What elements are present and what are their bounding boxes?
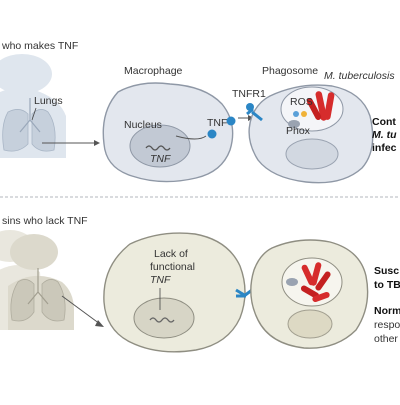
- flow-arrow-top-1: [42, 140, 100, 146]
- tnf-protein-label: TNF: [207, 117, 227, 129]
- lack-label-line2: functional: [150, 261, 195, 273]
- outcome-bottom-line5: other: [374, 333, 398, 345]
- mtb-bacteria-top: [306, 91, 335, 121]
- flow-arrow-bottom-1: [61, 295, 104, 327]
- phox-complex-bottom: [286, 278, 298, 286]
- outcome-top-line2: M. tu: [372, 129, 397, 141]
- ros-dot-orange: [301, 111, 307, 117]
- dna-strand-bottom: [149, 317, 175, 323]
- tnfr1-label: TNFR1: [232, 88, 266, 100]
- outcome-bottom-line2: to TB: [374, 279, 400, 291]
- macrophage-label: Macrophage: [124, 65, 183, 77]
- person-caption-bottom: sins who lack TNF: [2, 215, 88, 227]
- ros-label: ROS: [290, 96, 313, 108]
- lungs-label-top: Lungs: [34, 95, 63, 107]
- outcome-bottom-line4: respo: [374, 319, 400, 331]
- nucleus-infected-top: [285, 138, 339, 170]
- lungs-illustration-bottom: [10, 268, 66, 322]
- outcome-top-line1: Cont: [372, 116, 396, 128]
- lungs-illustration-top: [2, 98, 56, 152]
- tnf-molecule-inner: [207, 129, 217, 139]
- phagosome-label: Phagosome: [262, 65, 318, 77]
- outcome-bottom-line1: Susc: [374, 265, 399, 277]
- ros-dot-blue: [293, 111, 299, 117]
- phox-label: Phox: [286, 125, 311, 137]
- lack-label-line3: TNF: [150, 274, 171, 286]
- nucleus-label: Nucleus: [124, 119, 162, 131]
- outcome-bottom-line3: Norm: [374, 305, 400, 317]
- mtb-bacteria-bottom: [300, 262, 331, 303]
- person-caption-top: who makes TNF: [1, 40, 78, 52]
- nucleus-infected-bottom: [287, 309, 333, 339]
- tnfr1-receptor: [246, 103, 263, 122]
- lungs-pointer-line-top: [31, 107, 37, 121]
- mtb-label: M. tuberculosis: [324, 70, 395, 82]
- gene-label-top: TNF: [150, 153, 171, 165]
- dna-strand-top: [145, 145, 171, 151]
- outcome-top-line3: infec: [372, 142, 397, 154]
- phox-complex: [288, 120, 300, 128]
- lack-label-line1: Lack of: [154, 248, 188, 260]
- tnf-secretion-arrow: [175, 135, 207, 140]
- tnf-molecule-outer: [226, 116, 236, 126]
